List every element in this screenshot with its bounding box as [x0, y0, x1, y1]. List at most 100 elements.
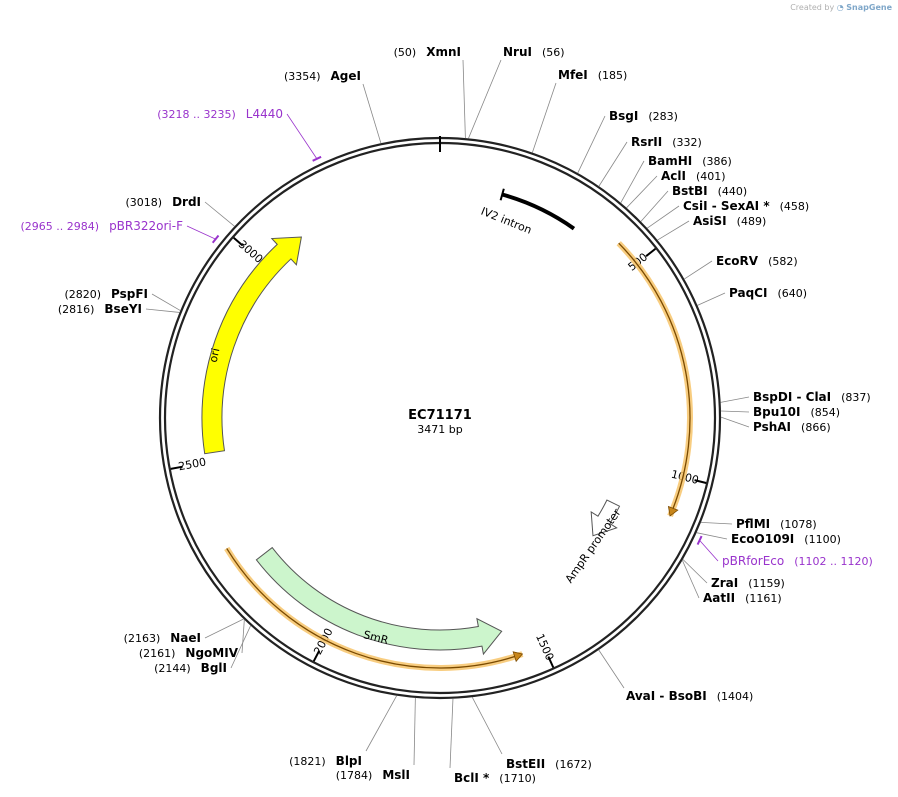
leader-line [365, 695, 398, 752]
site-blpi[interactable]: BlpI (1821) [289, 695, 398, 768]
site-name: Bpu10I [753, 405, 800, 419]
plasmid-name: EC71171 [408, 408, 472, 423]
site-bsgi[interactable]: BsgI(283) [577, 109, 678, 174]
site-position: (3218 .. 3235) [157, 108, 236, 121]
site-mfei[interactable]: MfeI(185) [531, 68, 628, 153]
leader-line [204, 618, 244, 639]
site-name: EcoO109I [731, 532, 794, 546]
site-aatii[interactable]: AatII (1161) [681, 560, 782, 605]
site-name: BglI [201, 661, 227, 675]
site-naei[interactable]: NaeI(2163) [124, 618, 244, 645]
site-position: (866) [801, 421, 831, 434]
leader-line [646, 205, 680, 229]
site-position: (1404) [717, 690, 754, 703]
site-position: (56) [542, 46, 565, 59]
site-l4440[interactable]: L4440 (3218 .. 3235) [157, 107, 322, 162]
site-position: (1100) [804, 533, 841, 546]
site-avai[interactable]: AvaI - BsoBI(1404) [598, 649, 754, 703]
site-position: (1821) [289, 755, 326, 768]
site-asisi[interactable]: AsiSI(489) [657, 214, 767, 241]
site-name: L4440 [246, 107, 283, 121]
primer-mark [211, 234, 220, 244]
site-bcli[interactable]: BclI * (1710) [449, 698, 536, 785]
site-bseyi[interactable]: BseYI(2816) [58, 302, 180, 316]
site-pbrforeco[interactable]: pBRforEco(1102 .. 1120) [696, 535, 873, 568]
leader-line [620, 160, 645, 204]
site-bspdi[interactable]: BspDI - ClaI(837) [720, 390, 871, 404]
site-ngomiv[interactable]: NgoMIV(2161) [139, 619, 245, 660]
leader-line [151, 293, 181, 311]
site-name: PshAI [753, 420, 791, 434]
site-name: DrdI [172, 195, 201, 209]
snapgene-watermark: Created by ◔ SnapGene [790, 3, 892, 12]
leader-line [681, 560, 700, 599]
site-name: PflMI [736, 517, 770, 531]
site-msli[interactable]: MslI(1784) [336, 697, 416, 782]
site-xmni[interactable]: XmnI(50) [394, 45, 466, 139]
site-position: (854) [810, 406, 840, 419]
site-name: BstBI [672, 184, 708, 198]
leader-line [598, 141, 628, 187]
plasmid-backbone [158, 136, 722, 700]
leader-line [720, 396, 750, 403]
leader-line [449, 698, 454, 769]
site-position: (582) [768, 255, 798, 268]
site-name: BspDI - ClaI [753, 390, 831, 404]
feature-ori[interactable]: ori [201, 236, 302, 455]
feature-iv2-intron[interactable]: IV2 intron [479, 188, 576, 237]
site-position: (2965 .. 2984) [21, 220, 100, 233]
feature-orange-cw-line [618, 242, 691, 517]
site-position: (283) [648, 110, 678, 123]
site-zrai[interactable]: ZraI(1159) [682, 559, 785, 590]
site-rsrii[interactable]: RsrII(332) [598, 135, 702, 187]
site-drdi[interactable]: DrdI(3018) [125, 195, 235, 227]
site-bstbi[interactable]: BstBI(440) [640, 184, 747, 222]
snapgene-logo-icon: ◔ [836, 3, 844, 12]
site-name: BlpI [336, 754, 362, 768]
feature-smr[interactable]: SmR [255, 546, 503, 656]
site-ecorv[interactable]: EcoRV (582) [684, 254, 798, 280]
site-position: (1159) [748, 577, 785, 590]
site-pflmi[interactable]: PflMI(1078) [700, 517, 817, 531]
site-name: PspFI [111, 287, 148, 301]
site-pbr322orif[interactable]: pBR322ori-F (2965 .. 2984) [21, 219, 220, 244]
site-name: EcoRV [716, 254, 759, 268]
site-pspfi[interactable]: PspFI (2820) [64, 287, 181, 311]
leader-line [699, 540, 719, 562]
site-acli[interactable]: AclI(401) [626, 169, 726, 209]
leader-line [471, 696, 503, 755]
site-position: (185) [598, 69, 628, 82]
site-ecoo109i[interactable]: EcoO109I (1100) [696, 532, 841, 546]
site-bsteii[interactable]: BstEII(1672) [471, 696, 592, 771]
feature-orange-ccw[interactable] [224, 546, 524, 671]
feature-ampr-promoter[interactable]: AmpR promoter [563, 499, 624, 586]
site-agei[interactable]: AgeI(3354) [284, 69, 382, 144]
watermark-brand: SnapGene [846, 3, 892, 12]
site-position: (2144) [154, 662, 191, 675]
site-bpu10i[interactable]: Bpu10I (854) [720, 405, 840, 419]
site-position: (2816) [58, 303, 95, 316]
site-csii[interactable]: CsiI - SexAI *(458) [646, 199, 809, 229]
tick-mark [645, 247, 657, 257]
site-position: (2820) [64, 288, 101, 301]
site-position: (1161) [745, 592, 782, 605]
feature-orange-cw[interactable] [616, 241, 693, 518]
site-pshai[interactable]: PshAI (866) [720, 416, 831, 434]
site-name: pBR322ori-F [109, 219, 183, 233]
site-name: BstEII [506, 757, 545, 771]
site-position: (489) [737, 215, 767, 228]
site-name: pBRforEco [722, 554, 784, 568]
site-name: AatII [703, 591, 735, 605]
site-name: BclI * [454, 771, 490, 785]
feature-smr-shape [255, 546, 503, 656]
site-paqci[interactable]: PaqCI(640) [697, 286, 807, 306]
site-bamhi[interactable]: BamHI(386) [620, 154, 732, 204]
leader-line [531, 82, 557, 153]
site-bgli[interactable]: BglI (2144) [154, 625, 251, 675]
iv2-intron-bar [501, 192, 576, 231]
site-position: (50) [394, 46, 417, 59]
site-nrui[interactable]: NruI(56) [468, 45, 565, 139]
tick-mark [694, 479, 707, 484]
site-position: (1710) [499, 772, 536, 785]
site-name: NaeI [170, 631, 201, 645]
